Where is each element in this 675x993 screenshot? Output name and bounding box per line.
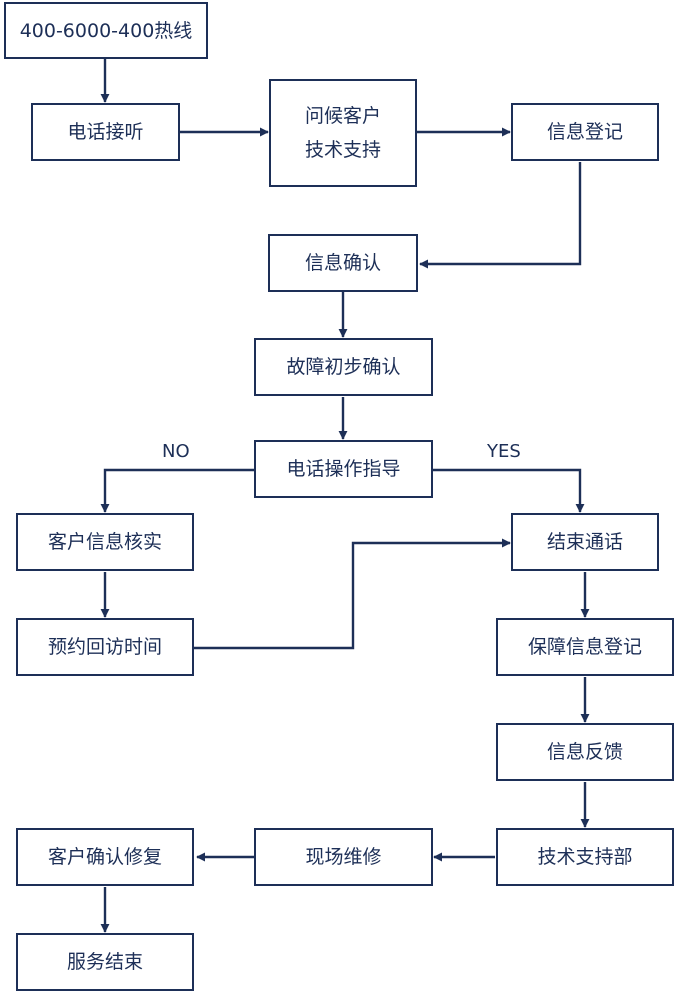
fault-check-node: 故障初步确认 — [254, 338, 433, 396]
appointment-node: 预约回访时间 — [16, 618, 194, 676]
yes-branch-label: YES — [487, 441, 521, 462]
no-branch-label: NO — [162, 441, 190, 462]
arrow-appointment-to-end-call — [194, 538, 511, 650]
customer-confirm-label: 客户确认修复 — [47, 846, 162, 868]
tech-dept-node: 技术支持部 — [496, 828, 674, 886]
confirm-node: 信息确认 — [268, 234, 418, 292]
service-end-label: 服务结束 — [66, 951, 143, 973]
feedback-node: 信息反馈 — [496, 723, 674, 781]
arrow-guide-no-to-verify — [100, 468, 254, 513]
confirm-label: 信息确认 — [304, 252, 381, 274]
verify-node: 客户信息核实 — [16, 513, 194, 571]
greet-label-line1: 问候客户 — [304, 105, 381, 127]
hotline-label: 400-6000-400热线 — [19, 19, 193, 42]
service-end-node: 服务结束 — [16, 933, 194, 991]
answer-label: 电话接听 — [67, 121, 144, 143]
hotline-node: 400-6000-400热线 — [4, 2, 208, 59]
greet-label-line2: 技术支持 — [304, 139, 381, 161]
feedback-label: 信息反馈 — [546, 741, 623, 763]
arrow-register-to-confirm — [419, 162, 582, 269]
warranty-register-label: 保障信息登记 — [527, 636, 642, 658]
greet-node: 问候客户 技术支持 — [269, 79, 417, 187]
verify-label: 客户信息核实 — [47, 531, 162, 553]
register-label: 信息登记 — [546, 121, 623, 143]
end-call-label: 结束通话 — [546, 531, 623, 553]
end-call-node: 结束通话 — [511, 513, 659, 571]
warranty-register-node: 保障信息登记 — [496, 618, 674, 676]
fault-check-label: 故障初步确认 — [286, 356, 401, 378]
customer-confirm-node: 客户确认修复 — [16, 828, 194, 886]
register-node: 信息登记 — [511, 103, 659, 161]
arrow-guide-yes-to-end-call — [433, 468, 585, 513]
answer-node: 电话接听 — [31, 103, 180, 161]
phone-guide-node: 电话操作指导 — [254, 440, 433, 498]
onsite-repair-label: 现场维修 — [305, 846, 382, 868]
tech-dept-label: 技术支持部 — [537, 846, 633, 868]
onsite-repair-node: 现场维修 — [254, 828, 433, 886]
phone-guide-label: 电话操作指导 — [286, 458, 401, 480]
appointment-label: 预约回访时间 — [47, 636, 162, 658]
